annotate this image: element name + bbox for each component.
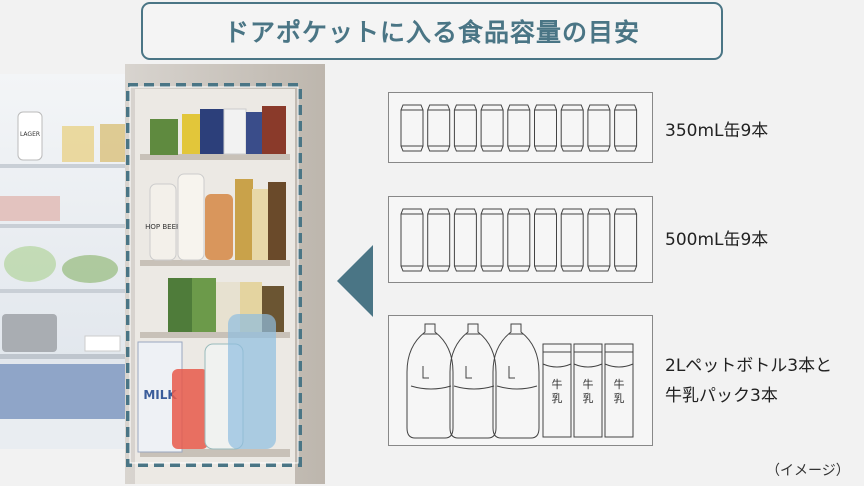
- can-icon: [507, 104, 531, 152]
- milk-carton-icon: 牛乳: [573, 343, 603, 438]
- svg-text:乳: 乳: [614, 392, 625, 405]
- can-icon: [587, 104, 611, 152]
- can-icon: [507, 208, 531, 272]
- milk-carton-icon: 牛乳: [542, 343, 572, 438]
- cans-350-illustration: [388, 92, 653, 163]
- can-icon: [560, 208, 584, 272]
- hop-beer-text: HOP BEER: [145, 223, 181, 231]
- can-icon: [480, 104, 504, 152]
- can-icon: [400, 104, 424, 152]
- bottles-cartons-illustration: 牛乳牛乳牛乳: [388, 315, 653, 446]
- can-icon: [614, 208, 638, 272]
- bottle-icon: [406, 323, 454, 439]
- svg-text:牛: 牛: [552, 377, 563, 391]
- milk-carton-text: MILK: [143, 388, 177, 402]
- label-350-cans: 350mL缶9本: [665, 121, 769, 141]
- label-bottles-line2: 牛乳パック3本: [665, 386, 778, 406]
- page-title: ドアポケットに入る食品容量の目安: [141, 2, 723, 60]
- lager-can-text: LAGER: [20, 131, 40, 138]
- bottle-icon: [492, 323, 540, 439]
- can-icon: [560, 104, 584, 152]
- refrigerator-photo: LAGER HOP BEER MILK: [0, 64, 326, 486]
- label-500-cans: 500mL缶9本: [665, 230, 769, 250]
- label-bottles-line1: 2Lペットボトル3本と: [665, 356, 833, 376]
- can-icon: [480, 208, 504, 272]
- can-icon: [534, 104, 557, 152]
- can-icon: [534, 208, 557, 272]
- can-icon: [587, 208, 611, 272]
- image-note: （イメージ）: [766, 463, 850, 479]
- bottle-icon: [449, 323, 497, 439]
- can-icon: [400, 208, 424, 272]
- cans-500-illustration: [388, 196, 653, 283]
- svg-text:牛: 牛: [583, 377, 594, 391]
- can-icon: [427, 208, 451, 272]
- can-icon: [427, 104, 451, 152]
- milk-carton-icon: 牛乳: [604, 343, 634, 438]
- svg-text:乳: 乳: [583, 392, 594, 405]
- can-icon: [614, 104, 638, 152]
- can-icon: [453, 104, 477, 152]
- svg-text:乳: 乳: [552, 392, 563, 405]
- arrow-left-icon: [337, 245, 373, 317]
- svg-text:牛: 牛: [614, 377, 625, 391]
- can-icon: [453, 208, 477, 272]
